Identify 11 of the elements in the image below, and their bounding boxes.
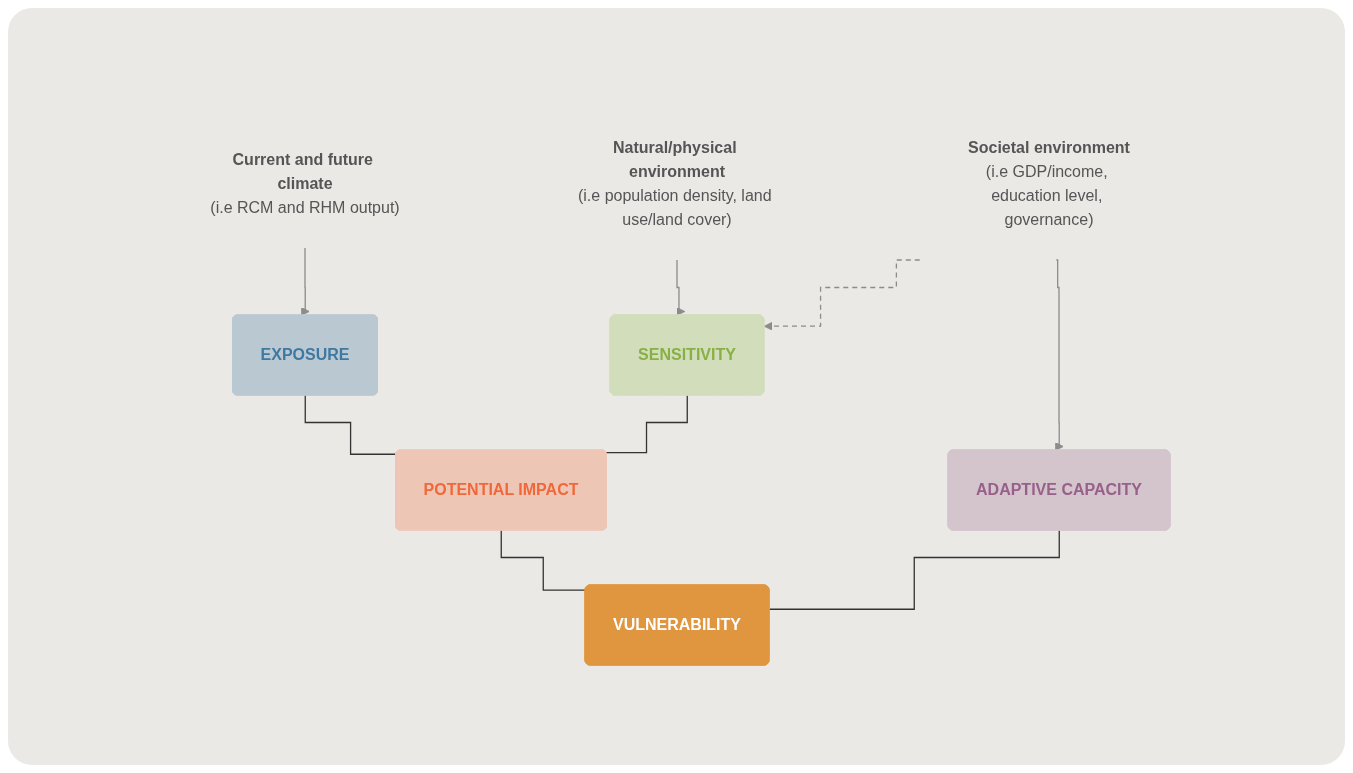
arrow [763, 259, 920, 331]
node-text: Natural/physical environment (i.e population density, land use/land cover) [577, 139, 772, 228]
connector [304, 394, 397, 455]
node-text: Societal environment (i.e GDP/income, education level, governance) [967, 139, 1130, 228]
connector [768, 529, 1060, 610]
connector [604, 394, 688, 454]
node-text: Current and future climate (i.e RCM and RHM output) [209, 151, 400, 216]
arrow [675, 259, 685, 316]
arrow [300, 247, 310, 316]
connector [500, 529, 586, 591]
arrow [1054, 259, 1064, 451]
